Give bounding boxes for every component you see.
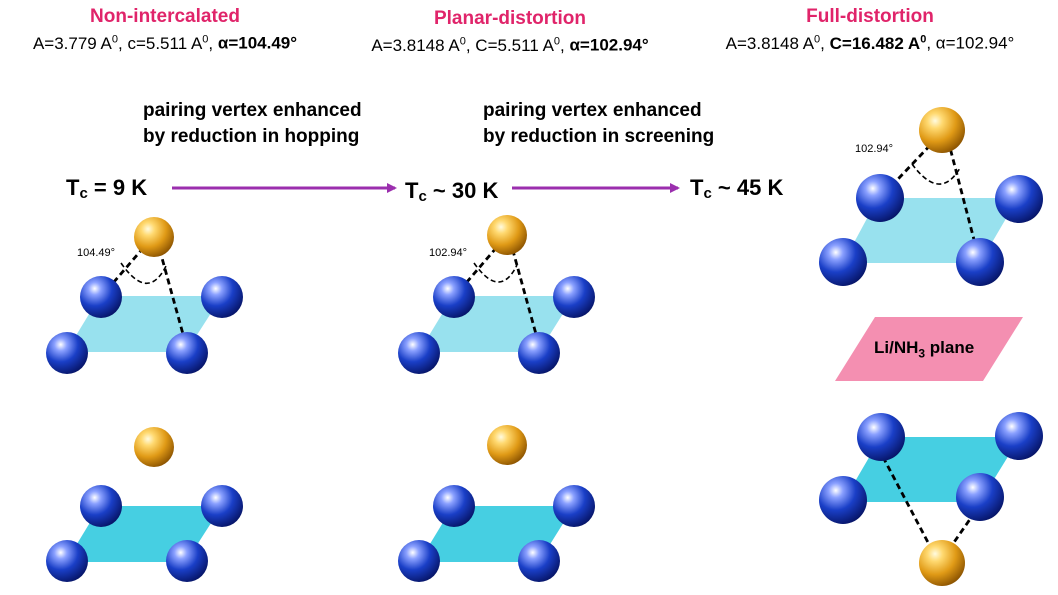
structure-planar-distortion-top: 102.94°: [398, 215, 595, 374]
structure-full-distortion-top: 102.94°: [819, 107, 1043, 286]
blue-atom: [518, 332, 560, 374]
blue-atom: [857, 413, 905, 461]
header-params: A=3.779 A0, c=5.511 A0, α=104.49°: [0, 28, 330, 55]
blue-atom: [518, 540, 560, 582]
blue-atom: [46, 540, 88, 582]
header-params: A=3.8148 A0, C=16.482 A0, α=102.94°: [725, 33, 1015, 53]
blue-atom: [80, 485, 122, 527]
blue-atom: [398, 540, 440, 582]
gold-atom: [919, 107, 965, 153]
blue-atom: [819, 238, 867, 286]
header-non-intercalated: Non-intercalated A=3.779 A0, c=5.511 A0,…: [0, 6, 330, 55]
bond-dashed: [948, 511, 977, 549]
param-a: A=3.8148 A0,: [725, 33, 830, 53]
angle-arc: [473, 262, 518, 283]
description-hopping: pairing vertex enhanced by reduction in …: [143, 100, 362, 147]
blue-atom: [166, 332, 208, 374]
structure-full-distortion-bottom: [819, 412, 1043, 586]
structure-non-intercalated-top: 104.49°: [46, 217, 243, 374]
angle-label: 104.49°: [77, 247, 115, 259]
param-c: c=5.511 A0,: [127, 33, 218, 53]
li-nh3-plane-label: Li/NH3 plane: [874, 338, 975, 361]
angle-label: 102.94°: [855, 143, 893, 155]
param-a: A=3.8148 A0,: [371, 35, 476, 55]
blue-atom: [995, 412, 1043, 460]
header-params: A=3.8148 A0, C=5.511 A0, α=102.94°: [345, 30, 675, 57]
structure-planar-distortion-bottom: [398, 425, 595, 582]
tc-label-45k: Tc ~ 45 K: [690, 175, 784, 202]
blue-atom: [553, 276, 595, 318]
blue-atom: [553, 485, 595, 527]
blue-atom: [201, 276, 243, 318]
description-screening: pairing vertex enhanced by reduction in …: [483, 100, 715, 147]
header-title: Non-intercalated: [90, 6, 240, 27]
li-nh3-plane: [835, 317, 1023, 381]
gold-atom: [134, 217, 174, 257]
blue-atom: [80, 276, 122, 318]
structure-non-intercalated-bottom: [46, 427, 243, 582]
blue-atom: [819, 476, 867, 524]
blue-atom: [166, 540, 208, 582]
blue-atom: [995, 175, 1043, 223]
blue-atom: [201, 485, 243, 527]
blue-atom: [433, 485, 475, 527]
param-c: C=5.511 A0,: [475, 35, 570, 55]
tc-label-9k: Tc = 9 K: [66, 175, 148, 202]
angle-arc: [911, 163, 961, 185]
tc-label-30k: Tc ~ 30 K: [405, 178, 499, 205]
header-title: Planar-distortion: [433, 8, 586, 29]
gold-atom: [487, 425, 527, 465]
blue-atom: [46, 332, 88, 374]
blue-atom: [956, 238, 1004, 286]
param-a: A=3.779 A0,: [32, 33, 128, 53]
angle-arc: [120, 262, 167, 284]
bond-dashed: [878, 137, 939, 199]
param-c: C=16.482 A0: [829, 33, 927, 53]
blue-atom: [856, 174, 904, 222]
bond-dashed: [155, 239, 188, 346]
gold-atom: [487, 215, 527, 255]
param-alpha: α=104.49°: [217, 33, 298, 53]
header-planar-distortion: Planar-distortion A=3.8148 A0, C=5.511 A…: [345, 8, 675, 57]
blue-atom: [433, 276, 475, 318]
blue-atom: [956, 473, 1004, 521]
header-title: Full-distortion: [806, 6, 934, 27]
gold-atom: [919, 540, 965, 586]
blue-atom: [398, 332, 440, 374]
gold-atom: [134, 427, 174, 467]
bond-dashed: [508, 239, 541, 346]
bond-dashed: [881, 456, 934, 551]
param-alpha: α=102.94°: [569, 35, 649, 55]
angle-label: 102.94°: [429, 247, 467, 259]
param-alpha: α=102.94°: [935, 33, 1015, 53]
header-full-distortion: Full-distortion A=3.8148 A0, C=16.482 A0…: [690, 6, 1050, 55]
